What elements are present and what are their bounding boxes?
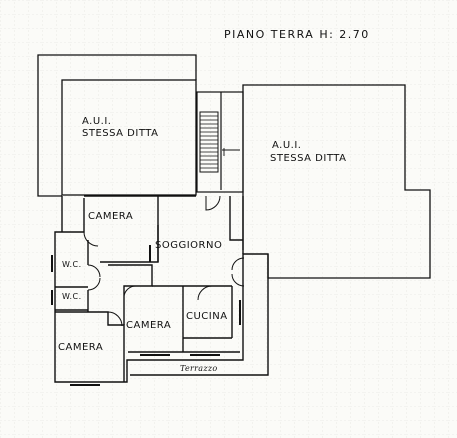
left-unit-label-line2: STESSA DITTA <box>82 128 159 139</box>
door-soggiorno-top <box>205 195 221 211</box>
room-label-camera-top: CAMERA <box>88 211 134 222</box>
right-unit-label-line1: A.U.I. <box>272 140 302 151</box>
door-camera-center <box>123 285 137 297</box>
room-label-camera-bottom: CAMERA <box>58 342 104 353</box>
staircase <box>196 91 244 193</box>
door-corridor-right <box>231 273 245 287</box>
apartment-outline <box>54 198 269 383</box>
left-unit-inner <box>61 79 197 196</box>
door-wc1 <box>87 264 101 278</box>
door-soggiorno-right <box>231 257 245 271</box>
room-label-soggiorno: SOGGIORNO <box>155 240 223 251</box>
room-label-wc-1: W.C. <box>62 260 82 269</box>
door-cucina <box>197 285 213 301</box>
right-unit-label-line2: STESSA DITTA <box>270 153 347 164</box>
left-unit-outline <box>37 54 197 197</box>
plan-title: PIANO TERRA H: 2.70 <box>224 28 370 41</box>
room-label-cucina: CUCINA <box>186 311 228 322</box>
door-camera-bottom <box>107 311 123 327</box>
room-label-wc-2: W.C. <box>62 292 82 301</box>
left-unit-label-line1: A.U.I. <box>82 116 112 127</box>
room-label-terrazzo: Terrazzo <box>180 364 218 373</box>
room-label-camera-center: CAMERA <box>126 320 172 331</box>
right-unit-outline <box>242 84 431 279</box>
door-wc2 <box>87 277 101 291</box>
door-camera-top <box>83 231 99 247</box>
